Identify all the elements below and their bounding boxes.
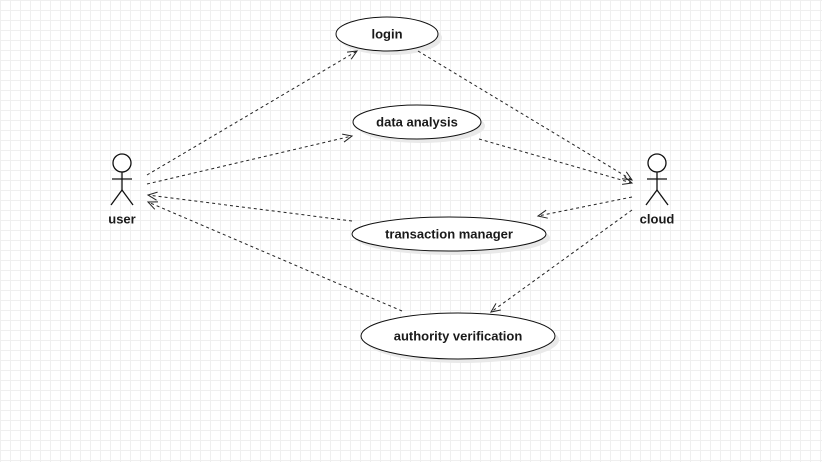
relation-line: [146, 135, 353, 185]
relation-line: [537, 196, 633, 217]
relation-line: [147, 201, 403, 312]
actor-user-label: user: [108, 211, 136, 227]
relation-user-to-login[interactable]: [146, 50, 359, 176]
arrowhead: [622, 171, 634, 181]
actor-cloud[interactable]: [645, 153, 669, 206]
actor-cloud-head: [647, 153, 667, 173]
use-case-authority-verification[interactable]: [360, 312, 559, 363]
arrowhead: [347, 50, 359, 60]
arrowhead: [146, 191, 158, 201]
use-case-login[interactable]: [335, 16, 442, 55]
arrowhead: [146, 201, 159, 210]
use-case-authority-verification-label: authority verification: [393, 328, 523, 344]
use-case-login-label: login: [371, 26, 403, 42]
relation-transaction-manager-to-user[interactable]: [146, 191, 353, 222]
arrowhead: [622, 176, 634, 185]
relation-login-to-cloud[interactable]: [417, 50, 634, 181]
use-case-transaction-manager[interactable]: [351, 216, 550, 255]
actor-user-head: [112, 153, 132, 173]
actor-user[interactable]: [110, 153, 134, 206]
relations: [146, 50, 634, 313]
use-case-transaction-manager-label: transaction manager: [385, 226, 513, 242]
arrowhead: [490, 303, 501, 313]
relation-line: [490, 209, 633, 313]
relation-authority-verification-to-user[interactable]: [146, 201, 403, 312]
arrowhead: [342, 133, 354, 143]
relation-line: [147, 194, 353, 222]
relation-line: [146, 50, 358, 176]
relation-user-to-data-analysis[interactable]: [146, 133, 354, 185]
actor-cloud-label: cloud: [639, 211, 675, 227]
relation-data-analysis-to-cloud[interactable]: [478, 138, 634, 185]
relation-line: [478, 138, 633, 184]
relation-cloud-to-authority-verification[interactable]: [490, 209, 633, 313]
relation-cloud-to-transaction-manager[interactable]: [536, 196, 633, 219]
use-case-data-analysis[interactable]: [352, 104, 485, 143]
arrowhead: [536, 209, 548, 219]
use-case-data-analysis-label: data analysis: [376, 114, 458, 130]
